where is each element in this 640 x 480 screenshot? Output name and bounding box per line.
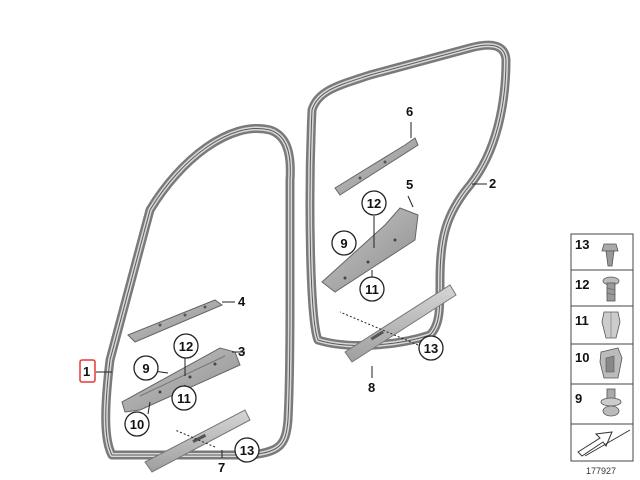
part-number-2: 2 — [489, 176, 496, 191]
rear-door-seal — [305, 40, 511, 350]
svg-text:12: 12 — [575, 277, 589, 292]
part-number-3: 3 — [238, 344, 245, 359]
circle-left-9: 9 — [133, 355, 159, 381]
svg-text:9: 9 — [340, 236, 347, 251]
legend-row-12: 12 — [575, 276, 620, 302]
circle-right-13: 13 — [418, 335, 444, 361]
svg-text:13: 13 — [424, 341, 438, 356]
diagram-reference-number: 177927 — [586, 466, 616, 476]
svg-text:13: 13 — [575, 237, 589, 252]
highlight-box — [79, 359, 96, 383]
rear-sill-cover — [321, 207, 419, 293]
svg-text:10: 10 — [130, 417, 144, 432]
rear-entrance-sill-plate — [344, 284, 457, 363]
expanding-clip-icon — [601, 311, 621, 339]
push-rivet-icon — [601, 243, 619, 267]
svg-text:13: 13 — [240, 443, 254, 458]
sealant-arrow-icon — [577, 429, 631, 457]
legend-row-10: 10 — [575, 347, 623, 379]
front-door-seal — [101, 124, 295, 460]
front-upper-trim-strip — [127, 299, 224, 343]
part-number-5: 5 — [406, 177, 413, 192]
svg-text:11: 11 — [575, 313, 589, 328]
circle-left-12: 12 — [173, 333, 199, 359]
svg-text:9: 9 — [142, 361, 149, 376]
spring-clip-icon — [599, 347, 623, 379]
rear-upper-trim-strip — [334, 137, 419, 196]
svg-text:12: 12 — [179, 339, 193, 354]
legend-row-9: 9 — [575, 388, 622, 417]
svg-text:9: 9 — [575, 391, 582, 406]
legend-row-13: 13 — [575, 237, 619, 267]
part-numbers: 1 2 3 4 5 6 7 8 — [79, 104, 496, 475]
svg-text:11: 11 — [177, 391, 191, 406]
screw-icon — [602, 276, 620, 302]
svg-text:12: 12 — [367, 196, 381, 211]
circle-left-10: 10 — [124, 411, 150, 437]
front-entrance-sill-plate — [144, 409, 251, 473]
circle-right-9: 9 — [331, 230, 357, 256]
part-number-6: 6 — [406, 104, 413, 119]
legend-row-misc — [577, 429, 631, 457]
svg-text:11: 11 — [365, 282, 379, 297]
circle-right-11: 11 — [359, 276, 385, 302]
fastener-legend: 13 12 11 10 — [570, 233, 634, 462]
circle-left-11: 11 — [171, 385, 197, 411]
circle-right-12: 12 — [361, 190, 387, 216]
circled-callouts: 9 12 11 10 13 12 9 11 — [124, 190, 444, 463]
legend-row-11: 11 — [575, 311, 621, 339]
plastic-nut-icon — [600, 388, 622, 417]
part-number-1: 1 — [83, 364, 90, 379]
circle-left-13: 13 — [234, 437, 260, 463]
part-number-7: 7 — [218, 460, 225, 475]
front-sill-cover — [121, 347, 241, 413]
part-number-8: 8 — [368, 380, 375, 395]
part-number-4: 4 — [238, 294, 246, 309]
svg-text:10: 10 — [575, 350, 589, 365]
